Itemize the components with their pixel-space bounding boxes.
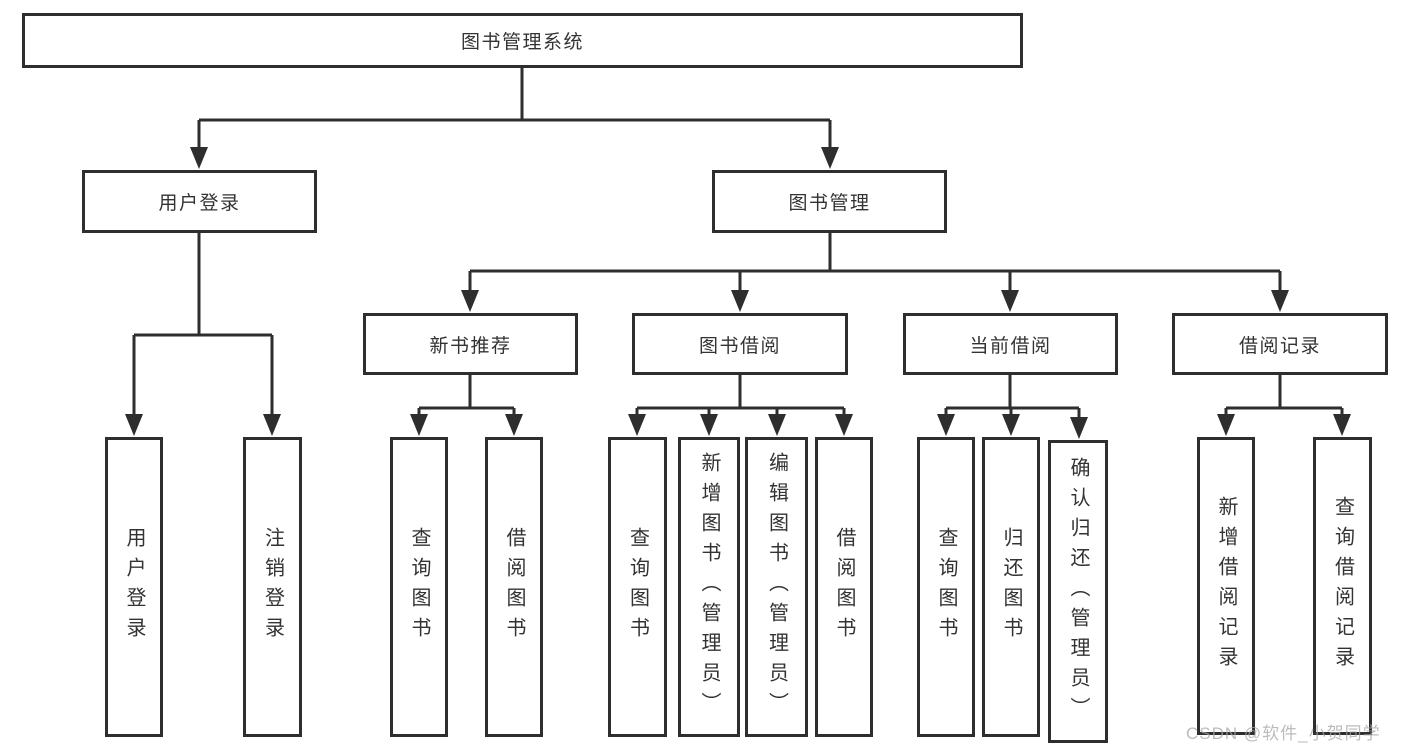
leaf-cb-confirm-return-admin: 确认归还（管理员） [1048, 440, 1108, 743]
node-new-book-rec-label: 新书推荐 [429, 335, 512, 357]
leaf-nb-query-books: 查询图书 [390, 437, 448, 737]
leaf-user-login-label: 用户登录 [123, 527, 145, 647]
leaf-bb-borrow-books-label: 借阅图书 [833, 527, 855, 647]
leaf-bb-add-books-admin: 新增图书（管理员） [678, 437, 740, 737]
leaf-cb-return-books-label: 归还图书 [1000, 527, 1022, 647]
node-borrow-records-label: 借阅记录 [1238, 335, 1321, 357]
leaf-br-add-record: 新增借阅记录 [1197, 437, 1255, 735]
node-book-mgmt: 图书管理 [712, 170, 947, 233]
node-current-borrow-label: 当前借阅 [969, 335, 1052, 357]
leaf-cb-query-books: 查询图书 [917, 437, 975, 737]
node-book-mgmt-label: 图书管理 [788, 193, 871, 214]
leaf-bb-edit-books-admin: 编辑图书（管理员） [745, 437, 808, 737]
connector-root-to-level2 [190, 68, 839, 169]
leaf-bb-edit-books-admin-label: 编辑图书（管理员） [765, 452, 788, 722]
leaf-nb-borrow-books: 借阅图书 [485, 437, 543, 737]
node-current-borrow: 当前借阅 [903, 313, 1118, 375]
leaf-bb-add-books-admin-label: 新增图书（管理员） [698, 452, 720, 722]
connector-borrow-records-to-leaves [1217, 375, 1351, 436]
leaf-br-query-record: 查询借阅记录 [1313, 437, 1372, 735]
leaf-br-add-record-label: 新增借阅记录 [1215, 496, 1237, 676]
leaf-cb-confirm-return-admin-label: 确认归还（管理员） [1067, 456, 1089, 727]
leaf-cb-return-books: 归还图书 [982, 437, 1040, 737]
node-root: 图书管理系统 [22, 13, 1023, 68]
leaf-bb-query-books: 查询图书 [608, 437, 667, 737]
leaf-logout: 注销登录 [243, 437, 302, 737]
node-book-borrow-label: 图书借阅 [698, 335, 781, 357]
leaf-bb-query-books-label: 查询图书 [626, 527, 649, 647]
leaf-logout-label: 注销登录 [261, 527, 284, 647]
leaf-br-query-record-label: 查询借阅记录 [1331, 496, 1354, 676]
leaf-nb-borrow-books-label: 借阅图书 [503, 527, 525, 647]
connector-current-borrow-to-leaves [937, 375, 1088, 439]
node-user-login-label: 用户登录 [158, 193, 241, 214]
leaf-user-login: 用户登录 [105, 437, 163, 737]
connector-user-login-to-leaves [125, 233, 281, 436]
connector-new-book-rec-to-leaves [410, 375, 523, 436]
leaf-nb-query-books-label: 查询图书 [408, 527, 430, 647]
node-root-label: 图书管理系统 [460, 32, 584, 53]
node-new-book-rec: 新书推荐 [363, 313, 578, 375]
connector-book-mgmt-to-level3 [461, 233, 1289, 312]
csdn-watermark: CSDN @软件_小贺同学 [1186, 724, 1381, 743]
node-book-borrow: 图书借阅 [632, 313, 848, 375]
leaf-cb-query-books-label: 查询图书 [935, 527, 957, 647]
node-user-login: 用户登录 [82, 170, 317, 233]
leaf-bb-borrow-books: 借阅图书 [815, 437, 873, 737]
connector-book-borrow-to-leaves [628, 375, 853, 436]
node-borrow-records: 借阅记录 [1172, 313, 1388, 375]
